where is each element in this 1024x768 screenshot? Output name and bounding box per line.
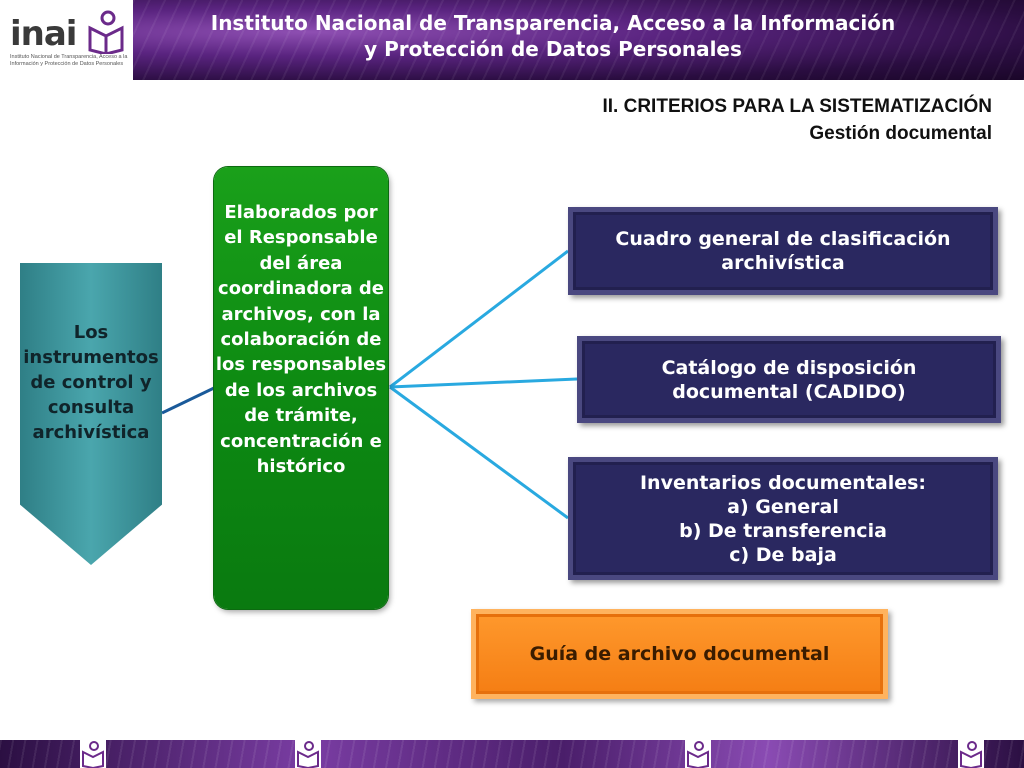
output-node-3-line: a) General: [727, 495, 839, 518]
output-node-2-line: Catálogo de disposición: [661, 356, 917, 379]
title-banner: Instituto Nacional de Transparencia, Acc…: [133, 0, 1024, 80]
extra-node-label: Guía de archivo documental: [529, 643, 830, 665]
connector-hub-output-1: [389, 249, 569, 389]
hub-node-shape: [214, 167, 388, 609]
output-node-3: Inventarios documentales: a) General b) …: [568, 457, 998, 580]
section-heading: II. CRITERIOS PARA LA SISTEMATIZACIÓN Ge…: [603, 93, 993, 147]
root-node-label: Los instrumentos de control y consulta a…: [23, 322, 159, 443]
inai-logo: inai Instituto Nacional de Transparencia…: [0, 0, 130, 80]
institution-title-line1: Instituto Nacional de Transparencia, Acc…: [210, 11, 896, 35]
output-node-1-label: Cuadro general de clasificación archivís…: [601, 227, 964, 275]
hub-node-label: Elaborados por el Responsable del área c…: [215, 202, 387, 478]
output-node-3-line: b) De transferencia: [679, 519, 887, 542]
person-book-icon: [88, 10, 124, 54]
person-book-icon: [80, 740, 106, 768]
section-title: II. CRITERIOS PARA LA SISTEMATIZACIÓN: [602, 96, 993, 117]
connector-hub-output-2: [389, 377, 578, 389]
footer-band: [0, 740, 1024, 768]
person-book-icon: [958, 740, 984, 768]
section-subtitle: Gestión documental: [809, 123, 992, 144]
output-node-3-label: Inventarios documentales: a) General b) …: [626, 471, 940, 567]
logo-wordmark: inai: [10, 14, 77, 54]
output-node-2-line: documental (CADIDO): [672, 380, 906, 403]
header: inai Instituto Nacional de Transparencia…: [0, 0, 1024, 80]
output-node-1: Cuadro general de clasificación archivís…: [568, 207, 998, 295]
person-book-icon: [295, 740, 321, 768]
output-node-3-line: c) De baja: [729, 543, 837, 566]
person-book-icon: [685, 740, 711, 768]
output-node-3-line: Inventarios documentales:: [639, 471, 927, 494]
logo-tagline: Instituto Nacional de Transparencia, Acc…: [10, 54, 128, 67]
connector-root-hub: [161, 386, 215, 415]
output-node-2: Catálogo de disposición documental (CADI…: [577, 336, 1001, 423]
connector-hub-output-3: [389, 385, 569, 520]
output-node-1-line: Cuadro general de clasificación: [615, 228, 951, 250]
institution-title-line2: y Protección de Datos Personales: [364, 37, 742, 61]
output-node-1-line: archivística: [721, 252, 845, 274]
extra-node: Guía de archivo documental: [471, 609, 888, 699]
root-node-shape: [20, 263, 162, 565]
output-node-2-label: Catálogo de disposición documental (CADI…: [648, 356, 931, 404]
institution-title: Instituto Nacional de Transparencia, Acc…: [133, 10, 973, 62]
